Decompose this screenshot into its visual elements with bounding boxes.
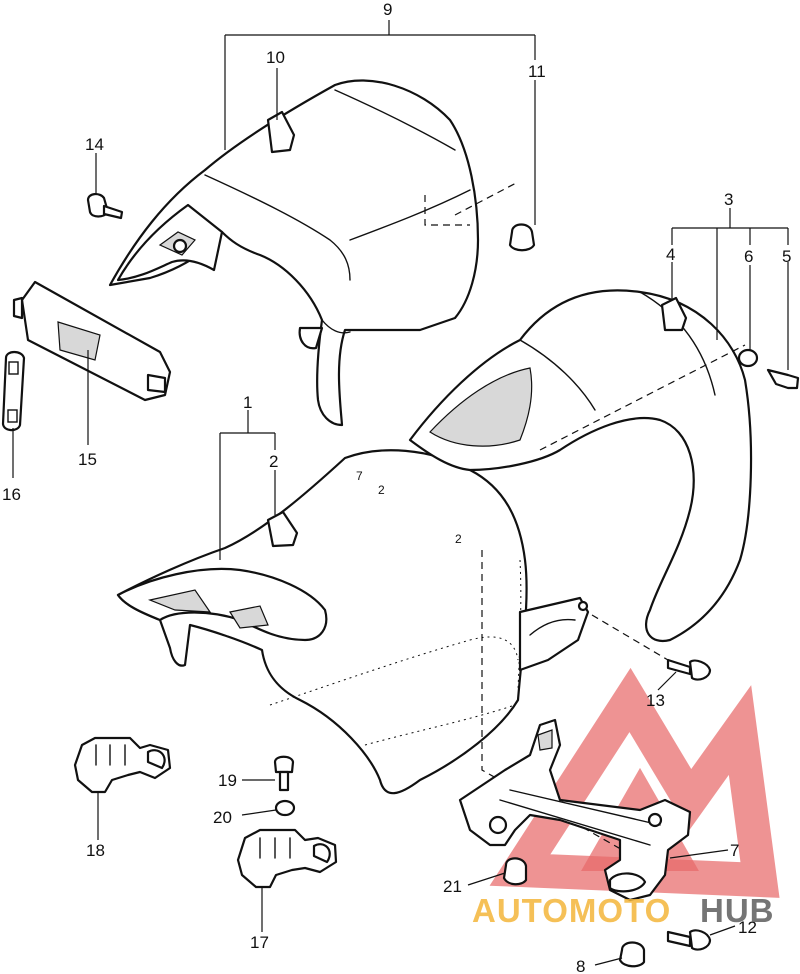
part-17-bracket bbox=[236, 828, 338, 889]
watermark-text-hub: HUB bbox=[700, 892, 775, 929]
callout-20: 20 bbox=[213, 808, 232, 827]
part-12-bolt bbox=[666, 929, 712, 951]
side-cover-screw bbox=[766, 368, 800, 390]
svg-text:2: 2 bbox=[455, 532, 462, 546]
front-seat-tail bbox=[116, 567, 328, 642]
rear-cowl-bolt-hole bbox=[172, 238, 188, 254]
front-seat-rear-bracket bbox=[518, 596, 590, 672]
front-seat-tab bbox=[266, 510, 299, 548]
callout-21: 21 bbox=[443, 877, 462, 896]
side-cover-grommet bbox=[737, 348, 759, 368]
callout-4: 4 bbox=[666, 245, 675, 264]
front-seat: 7 2 2 bbox=[116, 449, 641, 861]
part-16-strap bbox=[1, 350, 26, 432]
callout-11: 11 bbox=[528, 62, 546, 81]
callout-18: 18 bbox=[86, 841, 105, 860]
part-14-bolt bbox=[86, 193, 124, 220]
callout-2: 2 bbox=[269, 452, 278, 471]
svg-text:7: 7 bbox=[356, 469, 363, 483]
svg-text:2: 2 bbox=[378, 483, 385, 497]
side-cover-body bbox=[408, 289, 753, 643]
callout-9: 9 bbox=[383, 0, 392, 19]
callout-7: 7 bbox=[730, 841, 739, 860]
callout-13: 13 bbox=[646, 691, 665, 710]
part-15-plate bbox=[12, 280, 172, 402]
side-cover bbox=[408, 289, 800, 643]
callout-1: 1 bbox=[243, 393, 252, 412]
callout-17: 17 bbox=[250, 933, 269, 952]
callout-10: 10 bbox=[266, 48, 285, 67]
side-cover-tab bbox=[660, 296, 688, 332]
part-19-bolt bbox=[273, 755, 295, 792]
part-21-damper bbox=[502, 857, 528, 886]
callout-5: 5 bbox=[782, 247, 791, 266]
seat-lock-bracket bbox=[458, 718, 692, 902]
leader-lines bbox=[12, 20, 789, 966]
part-13-bolt bbox=[591, 614, 712, 681]
callout-16: 16 bbox=[2, 485, 21, 504]
callout-6: 6 bbox=[744, 247, 753, 266]
callout-12: 12 bbox=[738, 918, 757, 937]
callout-3: 3 bbox=[724, 190, 733, 209]
callout-15: 15 bbox=[78, 450, 97, 469]
rear-seat-tab bbox=[266, 110, 296, 154]
callout-8: 8 bbox=[576, 957, 585, 974]
watermark-text: AUTOMOTO HUB bbox=[472, 892, 775, 929]
rear-seat-cowl bbox=[108, 79, 536, 427]
callout-14: 14 bbox=[85, 135, 104, 154]
part-18-bracket bbox=[73, 736, 172, 794]
part-8-grommet bbox=[618, 941, 646, 968]
watermark-triangle-large bbox=[489, 667, 780, 898]
callout-19: 19 bbox=[218, 771, 237, 790]
watermark-text-automoto: AUTOMOTO bbox=[472, 892, 671, 929]
part-20-washer bbox=[274, 799, 296, 817]
rear-damper bbox=[508, 223, 536, 252]
